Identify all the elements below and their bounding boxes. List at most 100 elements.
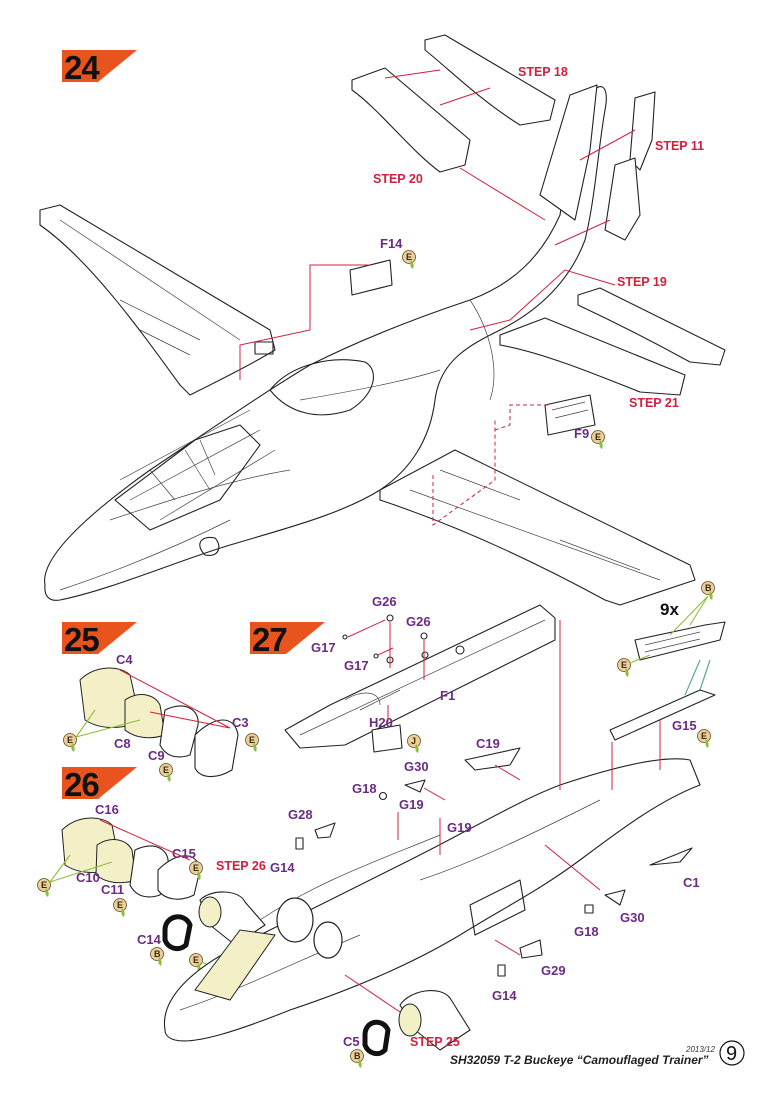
badge-letter: E bbox=[701, 731, 707, 741]
spine-panel: F1 bbox=[284, 604, 556, 749]
antenna-9x: 9x B E bbox=[617, 581, 726, 696]
part-G18a: G18 bbox=[352, 781, 388, 801]
vertical-tail-24 bbox=[539, 84, 598, 221]
part-label: G18 bbox=[574, 924, 599, 939]
step-number: 27 bbox=[252, 621, 287, 658]
step-25-header: 25 bbox=[62, 621, 137, 658]
step-25-intake: STEP 25 bbox=[344, 974, 471, 1051]
part-G29: G29 bbox=[494, 939, 566, 978]
step-27: 27 F1 G26 G26 G17 G17 H20 J bbox=[163, 581, 726, 1069]
h-stab-left-24: STEP 18 STEP 20 bbox=[351, 34, 568, 221]
step-ref: STEP 26 bbox=[216, 859, 266, 873]
badge-letter: E bbox=[406, 252, 412, 262]
part-H20: H20 J bbox=[369, 705, 421, 754]
badge-letter: E bbox=[41, 880, 47, 890]
step-25: 25 C4 C8 C9 E C3 E E bbox=[62, 621, 259, 783]
part-label: C8 bbox=[114, 736, 131, 751]
part-G30b: G30 bbox=[604, 889, 645, 925]
part-C3: C3 E bbox=[194, 715, 259, 778]
badge-letter: B bbox=[705, 583, 712, 593]
part-label: C4 bbox=[116, 652, 133, 667]
part-G28: G28 bbox=[288, 807, 336, 839]
part-G14a: G14 bbox=[270, 837, 304, 875]
step-26-header: 26 bbox=[62, 766, 137, 803]
part-label: G14 bbox=[492, 988, 517, 1003]
part-label: G30 bbox=[404, 759, 429, 774]
part-label: C10 bbox=[76, 870, 100, 885]
part-F9: F9 E bbox=[494, 394, 605, 450]
step-ref: STEP 21 bbox=[629, 396, 679, 410]
part-C19: C19 bbox=[464, 736, 521, 781]
step-number: 25 bbox=[64, 621, 99, 658]
part-label: G15 bbox=[672, 718, 697, 733]
part-label: C1 bbox=[683, 875, 700, 890]
right-wing-24 bbox=[379, 420, 696, 606]
part-G15: G15 E bbox=[609, 689, 716, 790]
part-label: G19 bbox=[399, 797, 424, 812]
badge-letter: B bbox=[154, 949, 161, 959]
step-ref: STEP 11 bbox=[655, 139, 704, 153]
part-label: F14 bbox=[380, 236, 403, 251]
part-G18b: G18 bbox=[574, 904, 599, 939]
part-label: G14 bbox=[270, 860, 295, 875]
part-label: G19 bbox=[447, 820, 472, 835]
part-label: G26 bbox=[372, 594, 397, 609]
badge-letter: E bbox=[117, 900, 123, 910]
badge-letter: E bbox=[595, 432, 601, 442]
part-label: G29 bbox=[541, 963, 566, 978]
part-label: C15 bbox=[172, 846, 196, 861]
step-24-header: 24 bbox=[62, 49, 137, 86]
part-label: C16 bbox=[95, 802, 119, 817]
part-C8: C8 bbox=[114, 694, 166, 751]
part-G14b: G14 bbox=[492, 964, 517, 1003]
part-G30a: G30 bbox=[404, 759, 446, 801]
step-24: 24 F14 bbox=[39, 34, 726, 606]
part-label: C3 bbox=[232, 715, 249, 730]
part-C14: C14 B bbox=[137, 914, 193, 967]
footer-title: SH32059 T-2 Buckeye “Camouflaged Trainer… bbox=[450, 1053, 709, 1067]
fuselage-27 bbox=[163, 758, 701, 1042]
part-label: G26 bbox=[406, 614, 431, 629]
step-ref: STEP 19 bbox=[617, 275, 667, 289]
badge-letter: E bbox=[193, 955, 199, 965]
part-C5: C5 B bbox=[343, 1019, 391, 1069]
part-F14: F14 E bbox=[239, 236, 416, 380]
step-11-parts: STEP 11 bbox=[554, 91, 704, 246]
badge-letter: E bbox=[249, 735, 255, 745]
badge-letter: J bbox=[411, 736, 416, 746]
part-C9: C9 E bbox=[148, 705, 199, 783]
page-number: 9 bbox=[726, 1043, 737, 1065]
part-label: G28 bbox=[288, 807, 313, 822]
part-label: C14 bbox=[137, 932, 162, 947]
multiplier: 9x bbox=[660, 600, 679, 619]
part-C1: C1 bbox=[649, 847, 700, 890]
badge-letter: B bbox=[354, 1051, 361, 1061]
part-label: H20 bbox=[369, 715, 393, 730]
step-19-21-stab: STEP 19 STEP 21 bbox=[469, 269, 726, 410]
step-ref: STEP 25 bbox=[410, 1035, 460, 1049]
footer: 2013/12 SH32059 T-2 Buckeye “Camouflaged… bbox=[450, 1040, 745, 1067]
badge-letter: E bbox=[163, 765, 169, 775]
part-label: G17 bbox=[344, 658, 369, 673]
part-C15: C15 E bbox=[157, 846, 203, 900]
part-label: G18 bbox=[352, 781, 377, 796]
part-label: F9 bbox=[574, 426, 589, 441]
part-label: C11 bbox=[101, 882, 124, 897]
badge-letter: E bbox=[621, 660, 627, 670]
step-ref: STEP 20 bbox=[373, 172, 423, 186]
step-number: 26 bbox=[64, 766, 99, 803]
fuselage-24 bbox=[44, 86, 607, 601]
part-label: C19 bbox=[476, 736, 500, 751]
part-label: G17 bbox=[311, 640, 336, 655]
step-ref: STEP 18 bbox=[518, 65, 568, 79]
step-27-header: 27 bbox=[250, 621, 325, 658]
part-label: F1 bbox=[440, 688, 455, 703]
badge-letter: E bbox=[193, 863, 199, 873]
step-number: 24 bbox=[64, 49, 100, 86]
part-label: G30 bbox=[620, 910, 645, 925]
left-wing-24 bbox=[39, 204, 276, 396]
part-label: C5 bbox=[343, 1034, 360, 1049]
part-label: C9 bbox=[148, 748, 165, 763]
footer-date: 2013/12 bbox=[685, 1045, 715, 1054]
